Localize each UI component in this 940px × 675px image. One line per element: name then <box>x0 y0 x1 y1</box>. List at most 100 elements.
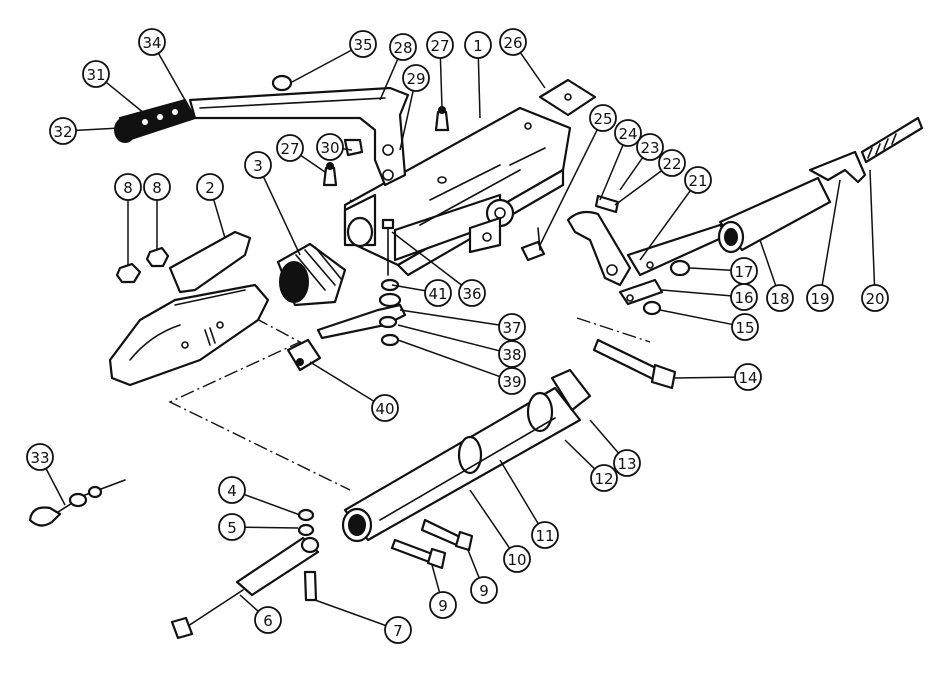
part-27-grease-nipple <box>322 106 450 187</box>
leader-line-11 <box>499 459 539 525</box>
callout-label-4: 4 <box>227 482 237 500</box>
callout-bubble-5 <box>218 513 246 541</box>
part-10-drawbar-tube <box>341 368 592 543</box>
callout-bubble-21 <box>684 166 712 194</box>
part-36-bolt <box>380 218 400 292</box>
callout-label-39: 39 <box>502 373 521 391</box>
part-26-plate <box>538 78 597 117</box>
part-1-drawbar-housing <box>343 106 572 277</box>
leader-line-40 <box>309 361 375 402</box>
leader-line-39 <box>397 339 501 378</box>
part-15-washer <box>642 300 662 316</box>
part-31-grip <box>114 98 197 143</box>
callout-bubble-11 <box>531 521 559 549</box>
part-19-bracket <box>808 150 867 184</box>
callout-label-9: 9 <box>438 597 448 615</box>
callout-bubble-23 <box>636 133 664 161</box>
callout-label-28: 28 <box>393 39 412 57</box>
part-34-brake-lever <box>188 86 410 187</box>
leader-line-32 <box>75 127 121 132</box>
part-37-brake-link <box>316 292 407 347</box>
leader-line-35 <box>291 49 352 83</box>
callout-label-21: 21 <box>688 172 707 190</box>
callout-bubble-30 <box>316 133 344 161</box>
leader-line-1 <box>477 57 481 119</box>
callout-label-15: 15 <box>735 319 754 337</box>
callout-label-1: 1 <box>473 37 483 55</box>
callout-bubble-3 <box>244 151 272 179</box>
callout-label-10: 10 <box>507 551 526 569</box>
leader-line-31 <box>105 81 151 119</box>
callout-bubble-6 <box>254 606 282 634</box>
leader-line-4 <box>243 493 301 516</box>
leader-line-9 <box>467 549 480 579</box>
callout-label-36: 36 <box>462 285 481 303</box>
callout-bubble-26 <box>499 28 527 56</box>
callout-bubble-15 <box>731 313 759 341</box>
callout-bubble-13 <box>613 449 641 477</box>
callout-bubble-41 <box>424 279 452 307</box>
part-33-safety-cable <box>28 479 126 527</box>
leader-line-17 <box>689 267 732 272</box>
callout-label-7: 7 <box>393 622 403 640</box>
callout-label-38: 38 <box>502 346 521 364</box>
callout-label-25: 25 <box>593 110 612 128</box>
callout-bubble-24 <box>614 119 642 147</box>
callout-bubble-9 <box>470 576 498 604</box>
callout-label-11: 11 <box>535 527 554 545</box>
callout-label-33: 33 <box>30 449 49 467</box>
leader-line-23 <box>619 157 644 191</box>
leader-line-37 <box>399 309 500 326</box>
callout-label-9: 9 <box>479 582 489 600</box>
callout-label-18: 18 <box>770 290 789 308</box>
callout-bubble-14 <box>734 363 762 391</box>
part-9-bolt <box>390 518 474 570</box>
callout-bubble-9 <box>429 591 457 619</box>
callout-bubble-39 <box>498 367 526 395</box>
callout-bubble-37 <box>498 313 526 341</box>
part-8-nut <box>115 262 142 284</box>
part-17-nut <box>669 259 691 277</box>
part-18-damper <box>717 176 832 254</box>
callout-label-13: 13 <box>617 455 636 473</box>
callout-bubble-33 <box>26 443 54 471</box>
callout-bubble-31 <box>82 60 110 88</box>
leader-line-2 <box>212 199 226 239</box>
callout-label-30: 30 <box>320 139 339 157</box>
callout-bubble-27 <box>276 134 304 162</box>
leader-line-34 <box>157 52 186 101</box>
leader-line-30 <box>342 148 353 151</box>
callout-label-31: 31 <box>86 66 105 84</box>
callout-label-19: 19 <box>810 290 829 308</box>
leader-line-27 <box>439 57 443 109</box>
part-14-long-bolt <box>592 338 677 390</box>
leader-line-26 <box>519 52 546 89</box>
part-35-nut <box>271 74 293 92</box>
leader-line-6 <box>239 594 259 612</box>
callout-bubble-40 <box>371 394 399 422</box>
callout-bubble-28 <box>389 33 417 61</box>
callout-bubble-8 <box>143 173 171 201</box>
callout-bubble-35 <box>349 30 377 58</box>
part-22-pin <box>594 194 620 214</box>
callout-label-41: 41 <box>428 285 447 303</box>
callout-bubble-7 <box>384 616 412 644</box>
callout-label-34: 34 <box>142 34 161 52</box>
callout-label-26: 26 <box>503 34 522 52</box>
leader-line-24 <box>599 144 624 201</box>
callout-bubble-29 <box>402 64 430 92</box>
leader-line-5 <box>244 526 299 529</box>
callout-label-12: 12 <box>594 470 613 488</box>
callout-bubble-36 <box>458 279 486 307</box>
callout-bubble-20 <box>861 284 889 312</box>
leader-line-21 <box>639 190 691 261</box>
callout-bubble-27 <box>426 31 454 59</box>
callout-bubble-34 <box>138 28 166 56</box>
callout-label-32: 32 <box>53 123 72 141</box>
leader-line-38 <box>397 324 500 352</box>
leader-line-28 <box>379 58 399 101</box>
callout-label-6: 6 <box>263 612 273 630</box>
callout-label-29: 29 <box>406 70 425 88</box>
